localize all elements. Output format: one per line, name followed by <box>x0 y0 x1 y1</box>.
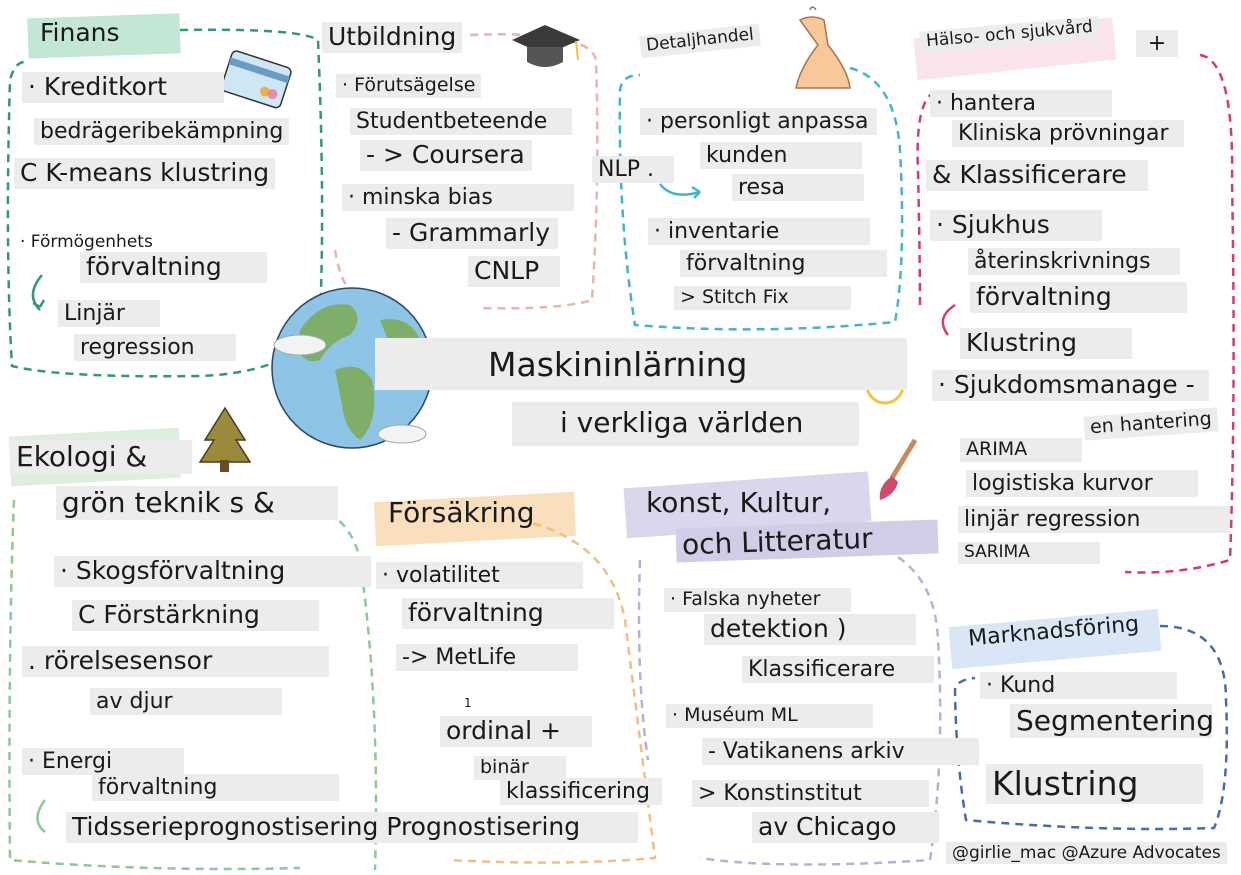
finans-item-7: regression <box>74 334 236 362</box>
konst-item-7: av Chicago <box>752 812 939 843</box>
forsakring-item-7: klassificering <box>500 778 662 806</box>
halsovard-plus: + <box>1136 30 1178 58</box>
ekologi-item-2: C Förstärkning <box>72 600 319 631</box>
detaljhandel-item-6: förvaltning <box>680 250 887 278</box>
halsovard-item-3: & Klassificerare <box>926 160 1148 191</box>
detaljhandel-item-2: kunden <box>700 142 862 170</box>
graduation-cap-icon <box>512 25 580 67</box>
center-subtitle: i verkliga världen <box>560 406 804 439</box>
konst-title-swatch <box>623 471 872 539</box>
finans-border <box>6 28 324 378</box>
ekologi-item-3: . rörelsesensor <box>22 646 329 677</box>
ekologi-title-line1: Ekologi & <box>10 440 192 475</box>
halsovard-item-6: förvaltning <box>970 282 1187 313</box>
tree-icon <box>198 406 252 472</box>
ekologi-title-line2: grön teknik s & <box>56 486 338 521</box>
ekologi-item-4: av djur <box>90 688 282 716</box>
halsovard-item-8: · Sjukdomsmanage - <box>932 370 1209 401</box>
halsovard-item-2: Kliniska prövningar <box>952 120 1184 148</box>
detaljhandel-arrow <box>659 183 701 196</box>
halsovard-item-11: logistiska kurvor <box>966 470 1198 498</box>
konst-item-6: > Konstinstitut <box>692 780 929 808</box>
finans-item-2: bedrägeribekämpning <box>34 118 290 146</box>
forsakring-item-5: ordinal + <box>440 716 592 747</box>
paintbrush-icon <box>879 438 918 500</box>
halsovard-arrow <box>941 303 956 336</box>
ekologi-item-7: Tidsserieprognostisering Prognostisering <box>66 812 638 843</box>
detaljhandel-item-7: > Stitch Fix <box>674 286 851 310</box>
konst-item-3: Klassificerare <box>742 656 934 684</box>
forsakring-item-1: · volatilitet <box>376 562 583 590</box>
marknadsforing-border <box>953 624 1229 831</box>
finans-title-swatch <box>27 13 181 59</box>
konst-title-line1: konst, Kultur, <box>646 486 832 519</box>
finans-arrowhead <box>32 299 46 309</box>
finans-arrow <box>31 274 43 311</box>
utbildning-item-3: - > Coursera <box>360 140 532 171</box>
finans-item-6: Linjär <box>58 300 160 328</box>
konst-item-1: · Falska nyheter <box>664 588 851 612</box>
utbildning-item-2: Studentbeteende <box>350 108 572 136</box>
center-title: Maskininlärning <box>488 345 748 384</box>
forsakring-border <box>449 518 657 864</box>
marknadsforing-item-2: Segmentering <box>1010 704 1214 739</box>
detaljhandel-item-4: NLP . <box>592 156 674 184</box>
halsovard-item-1: · hantera <box>930 90 1112 118</box>
halsovard-item-10: ARIMA <box>960 438 1082 462</box>
finans-item-1: · Kreditkort <box>22 72 224 103</box>
detaljhandel-arrowhead <box>691 185 701 199</box>
finans-item-4: · Förmögenhets <box>20 232 153 252</box>
finans-title: Finans <box>40 18 120 47</box>
detaljhandel-border <box>618 66 904 331</box>
halsovard-item-12: linjär regression <box>958 506 1230 534</box>
halsovard-border <box>916 53 1235 574</box>
ekologi-item-1: · Skogsförvaltning <box>54 556 371 587</box>
forsakring-title: Försäkring <box>388 496 535 529</box>
detaljhandel-item-1: · personligt anpassa <box>640 108 877 136</box>
marknadsforing-item-1: · Kund <box>980 672 1177 700</box>
forsakring-item-4: 1 <box>464 696 472 710</box>
marknadsforing-title-swatch <box>948 608 1162 670</box>
forsakring-title-swatch <box>373 491 576 547</box>
detaljhandel-item-3: resa <box>732 174 864 202</box>
halsovard-item-5: återinskrivnings <box>968 248 1180 276</box>
author-credit: @girlie_mac @Azure Advocates <box>946 842 1227 864</box>
finans-item-3: C K-means klustring <box>14 158 276 189</box>
utbildning-item-6: CNLP <box>468 256 560 287</box>
utbildning-item-1: · Förutsägelse <box>336 74 482 98</box>
halsovard-item-13: SARIMA <box>958 542 1100 564</box>
utbildning-item-4: · minska bias <box>342 184 574 212</box>
konst-item-5: - Vatikanens arkiv <box>702 738 979 766</box>
finans-item-5: förvaltning <box>80 252 267 283</box>
konst-border <box>637 538 942 866</box>
detaljhandel-item-5: · inventarie <box>648 218 870 246</box>
halsovard-item-7: Klustring <box>960 328 1132 359</box>
utbildning-border <box>333 33 599 310</box>
konst-item-2: detektion ) <box>704 614 916 645</box>
utbildning-item-5: - Grammarly <box>386 218 558 249</box>
forsakring-item-2: förvaltning <box>402 598 614 629</box>
forsakring-item-6: binär <box>474 756 566 780</box>
forsakring-item-3: -> MetLife <box>396 644 578 672</box>
ekologi-arrow <box>36 799 47 833</box>
credit-card-icon <box>220 50 292 109</box>
ekologi-item-5: · Energi <box>22 748 184 776</box>
ekologi-item-6: förvaltning <box>92 774 339 802</box>
utbildning-title: Utbildning <box>322 22 463 53</box>
dress-icon <box>795 6 851 89</box>
marknadsforing-item-3: Klustring <box>986 764 1203 804</box>
halsovard-item-4: · Sjukhus <box>930 210 1102 241</box>
konst-item-4: · Muséum ML <box>666 704 873 728</box>
